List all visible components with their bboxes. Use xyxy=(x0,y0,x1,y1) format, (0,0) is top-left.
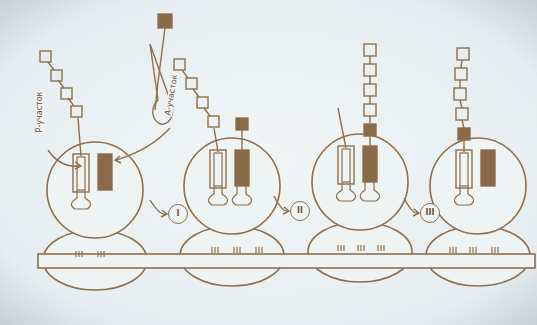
step-circle: I xyxy=(168,204,188,224)
step-circle: III xyxy=(420,203,440,223)
step-number: II xyxy=(297,207,303,215)
step-circle: II xyxy=(290,201,310,221)
step-number: III xyxy=(426,209,435,217)
site-label: Р-участок xyxy=(36,91,44,134)
step-number: I xyxy=(177,210,180,218)
